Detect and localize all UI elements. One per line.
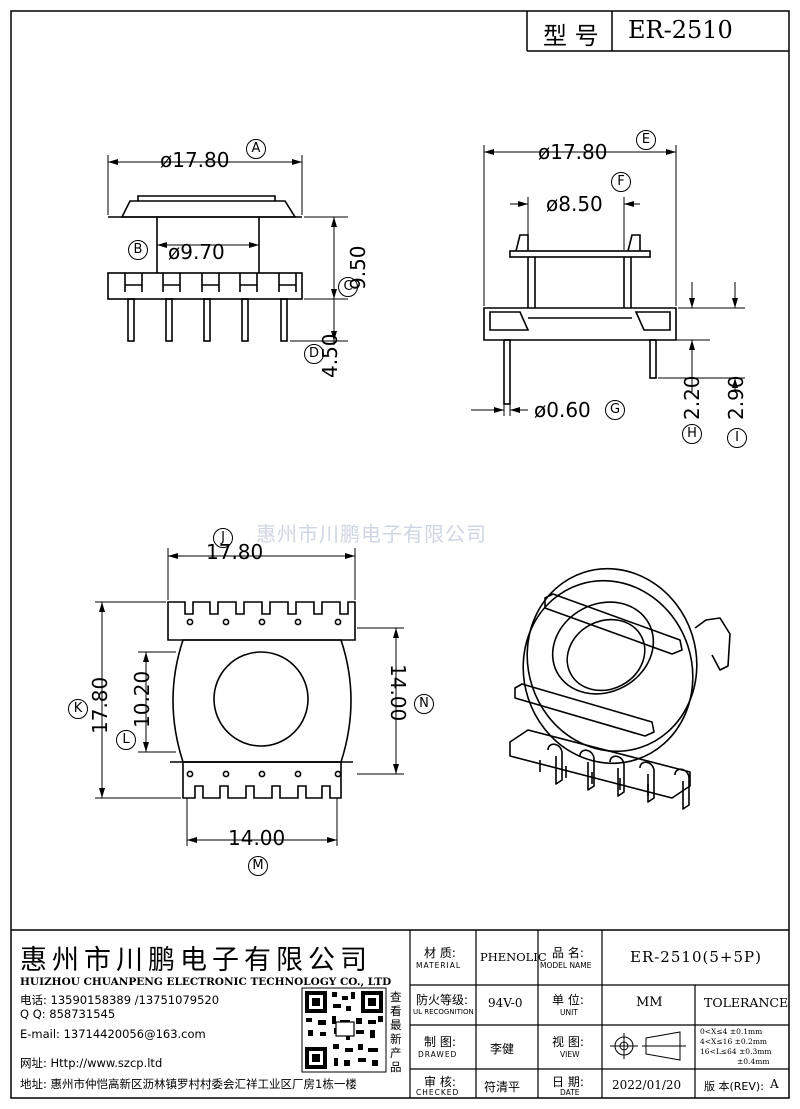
unit-value: MM	[636, 995, 663, 1010]
tag-m: M	[248, 856, 268, 876]
view-label-en: VIEW	[560, 1050, 580, 1059]
ul-label: 防火等级:	[416, 993, 469, 1007]
tolerance-row-2: 4<X≤16 ±0.2mm	[700, 1037, 768, 1046]
sheet-border	[10, 10, 790, 1099]
watermark: 惠州市川鹏电子有限公司	[256, 522, 487, 546]
drawn-value: 李健	[490, 1042, 515, 1056]
tag-c: C	[338, 277, 358, 297]
tag-n: N	[414, 694, 434, 714]
front-view	[107, 195, 303, 342]
tag-d: D	[304, 344, 324, 364]
rev-label: 版 本(REV):	[704, 1080, 764, 1093]
dim-g: ø0.60	[534, 398, 591, 422]
material-value: PHENOLIC	[480, 950, 547, 964]
top-view	[167, 601, 356, 799]
dim-e: ø17.80	[538, 140, 608, 164]
dim-h: 2.20	[680, 375, 704, 420]
dim-a: ø17.80	[160, 148, 230, 172]
company-qq: Q Q: 858731545	[20, 1007, 116, 1021]
date-value: 2022/01/20	[612, 1078, 682, 1092]
part-value: ER-2510(5+5P)	[630, 948, 762, 966]
date-label: 日 期:	[552, 1075, 584, 1089]
company-web: 网址: Http://www.szcp.ltd	[20, 1056, 163, 1070]
tag-j: J	[213, 528, 233, 548]
dim-n: 14.00	[386, 664, 410, 722]
side-view	[483, 234, 677, 405]
company-name-cn: 惠州市川鹏电子有限公司	[20, 945, 372, 976]
dim-b: ø9.70	[168, 240, 225, 264]
tag-i: I	[727, 428, 747, 448]
company-phone: 电话: 13590158389 /13751079520	[20, 993, 220, 1007]
dim-f: ø8.50	[546, 192, 603, 216]
tag-l: L	[116, 730, 136, 750]
ul-value: 94V-0	[488, 996, 523, 1010]
qr-caption: 查看最新产品	[390, 990, 402, 1074]
checked-value: 符清平	[484, 1080, 521, 1094]
part-label: 品 名:	[552, 946, 584, 960]
top-view-dims	[95, 548, 404, 846]
dim-m: 14.00	[228, 826, 286, 850]
view-label: 视 图:	[552, 1035, 584, 1049]
ul-label-en: UL RECOGNITION	[413, 1008, 474, 1016]
dim-k: 17.80	[88, 676, 112, 734]
tolerance-row-1: 0<X≤4 ±0.1mm	[700, 1027, 763, 1036]
dim-l: 10.20	[130, 670, 154, 728]
tolerance-row-4: ±0.4mm	[737, 1057, 770, 1066]
company-address: 地址: 惠州市仲恺高新区沥林镇罗村村委会汇祥工业区厂房1栋一楼	[20, 1077, 357, 1091]
tag-f: F	[611, 172, 631, 192]
tag-h: H	[682, 424, 702, 444]
model-value: ER-2510	[628, 16, 733, 44]
tag-b: B	[128, 240, 148, 260]
checked-label: 审 核:	[424, 1075, 456, 1089]
tolerance-label: TOLERANCE	[704, 995, 789, 1010]
drawn-label: 制 图:	[424, 1035, 456, 1049]
rev-value: A	[770, 1077, 779, 1091]
front-view-dims	[107, 155, 348, 345]
unit-label: 单 位:	[552, 993, 584, 1007]
part-label-en: MODEL NAME	[540, 961, 592, 970]
isometric-view	[509, 567, 731, 810]
company-email: E-mail: 13714420056@163.com	[20, 1027, 206, 1041]
date-label-en: DATE	[560, 1088, 580, 1097]
tag-a: A	[246, 139, 266, 159]
material-label-en: MATERIAL	[416, 961, 462, 970]
tolerance-row-3: 16<L≤64 ±0.3mm	[700, 1047, 772, 1056]
material-label: 材 质:	[424, 946, 456, 960]
drawn-label-en: DRAWED	[418, 1050, 458, 1059]
tag-e: E	[636, 130, 656, 150]
company-name-en: HUIZHOU CHUANPENG ELECTRONIC TECHNOLOGY …	[20, 976, 392, 988]
checked-label-en: CHECKED	[416, 1088, 460, 1097]
dim-i: 2.90	[724, 375, 748, 420]
tag-g: G	[605, 400, 625, 420]
model-label: 型 号	[543, 22, 599, 50]
tag-k: K	[68, 699, 88, 719]
unit-label-en: UNIT	[560, 1008, 578, 1017]
